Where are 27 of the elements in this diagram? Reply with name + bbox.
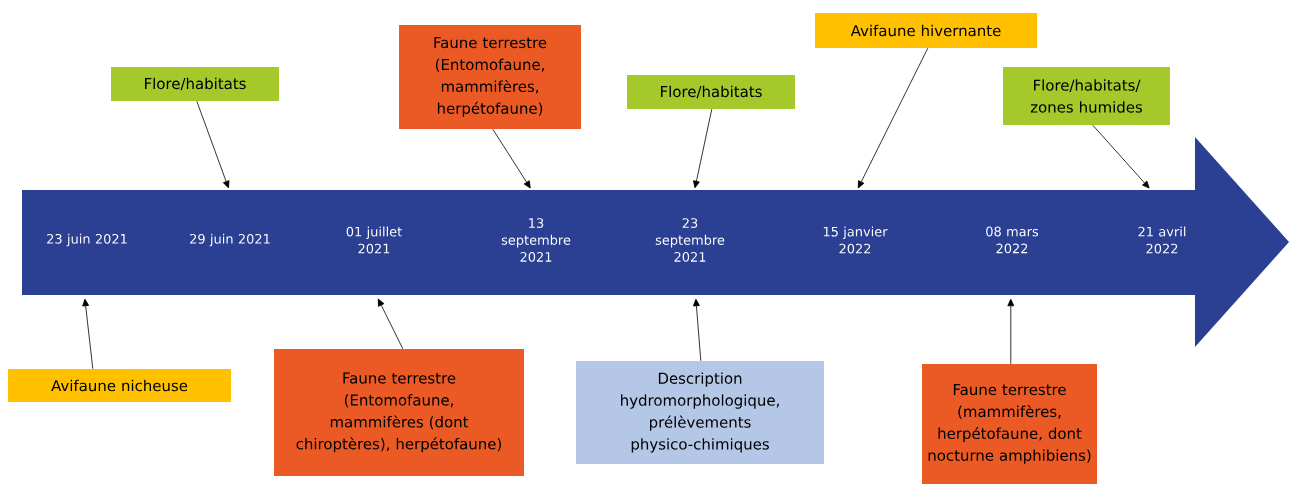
arrow [693, 298, 702, 362]
survey-box: Avifaune nicheuse [8, 369, 231, 402]
arrow [1007, 298, 1015, 365]
date-label: 13 septembre 2021 [501, 218, 571, 262]
arrow [82, 298, 94, 370]
arrow [492, 128, 531, 189]
date-label: 23 juin 2021 [47, 233, 127, 247]
date-label: 01 juillet 2021 [346, 226, 402, 254]
date-label: 21 avril 2022 [1138, 226, 1186, 254]
arrow [196, 100, 230, 189]
survey-box: Faune terrestre (Entomofaune, mammifères, herpétofaune) [399, 25, 581, 129]
arrow [693, 108, 713, 189]
survey-box: Flore/habitats/ zones humides [1003, 67, 1170, 125]
date-label: 29 juin 2021 [190, 233, 270, 247]
arrow [857, 47, 929, 189]
survey-box: Description hydromorphologique, prélèvements physico-chimiques [576, 361, 824, 464]
date-label: 08 mars 2022 [986, 226, 1039, 254]
survey-box: Flore/habitats [111, 67, 279, 101]
survey-box: Flore/habitats [627, 75, 795, 109]
arrow [1092, 124, 1150, 189]
date-label: 15 janvier 2022 [823, 226, 888, 254]
date-label: 23 septembre 2021 [655, 218, 725, 262]
survey-box: Faune terrestre (Entomofaune, mammifères (dont chiroptères), herpétofaune) [274, 349, 524, 476]
survey-box: Faune terrestre (mammifères, herpétofaune, dont nocturne amphibiens) [922, 364, 1097, 484]
arrow [377, 298, 404, 350]
timeline-arrow [22, 137, 1289, 347]
survey-box: Avifaune hivernante [815, 13, 1037, 48]
